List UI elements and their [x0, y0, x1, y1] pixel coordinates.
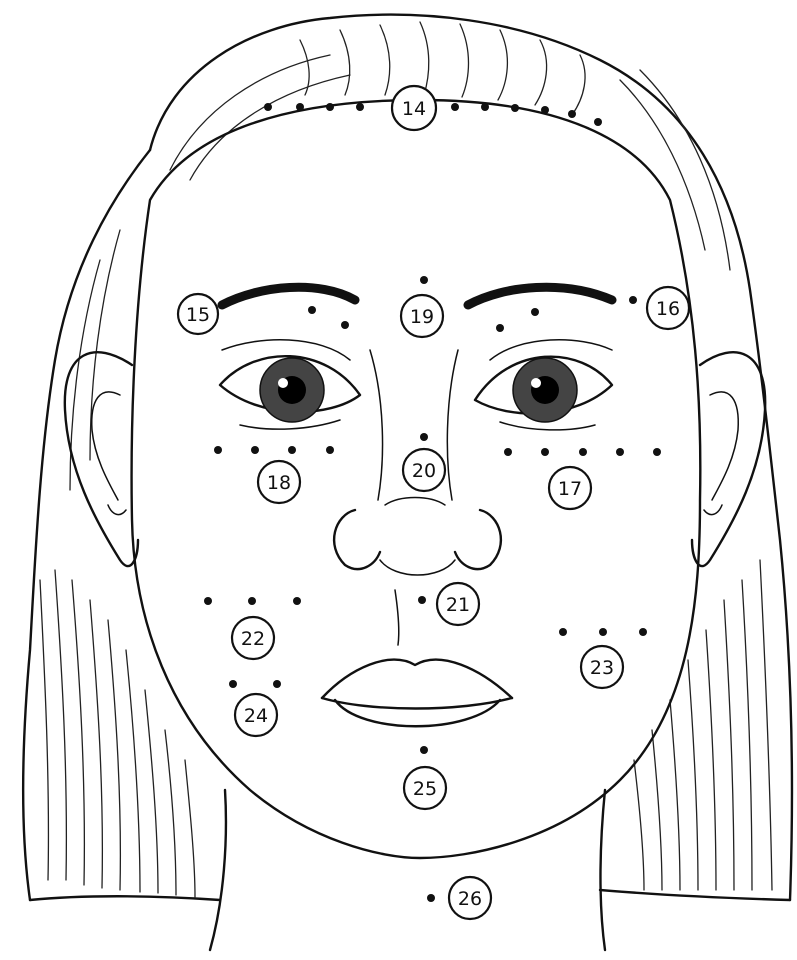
point-21: 21 — [437, 583, 479, 625]
point-label: 21 — [446, 594, 470, 616]
point-26: 26 — [449, 877, 491, 919]
dot — [418, 596, 426, 604]
dot — [568, 110, 576, 118]
point-label: 14 — [402, 98, 426, 120]
dot — [616, 448, 624, 456]
dot — [594, 118, 602, 126]
point-label: 18 — [267, 472, 291, 494]
point-label: 20 — [412, 460, 436, 482]
point-23: 23 — [581, 646, 623, 688]
philtrum-left — [395, 590, 399, 645]
dot — [296, 103, 304, 111]
point-label: 22 — [241, 628, 265, 650]
right-eyebrow — [468, 287, 612, 305]
dot — [326, 103, 334, 111]
point-16: 16 — [647, 287, 689, 329]
dot — [341, 321, 349, 329]
point-14: 14 — [392, 86, 436, 130]
left-eyebrow — [222, 287, 355, 305]
dot — [559, 628, 567, 636]
dot — [288, 446, 296, 454]
dot — [511, 104, 519, 112]
dot — [531, 308, 539, 316]
dot — [251, 446, 259, 454]
dot — [427, 894, 435, 902]
right-eye — [475, 340, 612, 430]
point-19: 19 — [401, 295, 443, 337]
dot — [420, 276, 428, 284]
dot — [214, 446, 222, 454]
dot — [579, 448, 587, 456]
point-25: 25 — [404, 767, 446, 809]
dot — [356, 103, 364, 111]
lips — [322, 660, 512, 727]
dot — [264, 103, 272, 111]
point-17: 17 — [549, 467, 591, 509]
dot — [248, 597, 256, 605]
dot — [496, 324, 504, 332]
point-20: 20 — [403, 449, 445, 491]
dot — [481, 103, 489, 111]
point-label: 17 — [558, 478, 582, 500]
dot — [541, 106, 549, 114]
point-label: 25 — [413, 778, 437, 800]
dot — [504, 448, 512, 456]
left-eye — [220, 340, 360, 429]
dot — [420, 433, 428, 441]
dot — [629, 296, 637, 304]
point-label: 23 — [590, 657, 614, 679]
point-15: 15 — [178, 294, 218, 334]
dot — [653, 448, 661, 456]
dot — [639, 628, 647, 636]
dot — [326, 446, 334, 454]
dot — [273, 680, 281, 688]
point-label: 16 — [656, 298, 680, 320]
dot — [308, 306, 316, 314]
point-label: 24 — [244, 705, 268, 727]
point-22: 22 — [232, 617, 274, 659]
point-label: 19 — [410, 306, 434, 328]
dot — [293, 597, 301, 605]
dot — [451, 103, 459, 111]
dot — [229, 680, 237, 688]
point-18: 18 — [258, 461, 300, 503]
dot — [541, 448, 549, 456]
dot — [420, 746, 428, 754]
point-label: 26 — [458, 888, 482, 910]
dot — [204, 597, 212, 605]
right-ear — [692, 352, 765, 566]
point-24: 24 — [235, 694, 277, 736]
neck — [210, 790, 605, 950]
dot — [599, 628, 607, 636]
point-label: 15 — [186, 304, 210, 326]
